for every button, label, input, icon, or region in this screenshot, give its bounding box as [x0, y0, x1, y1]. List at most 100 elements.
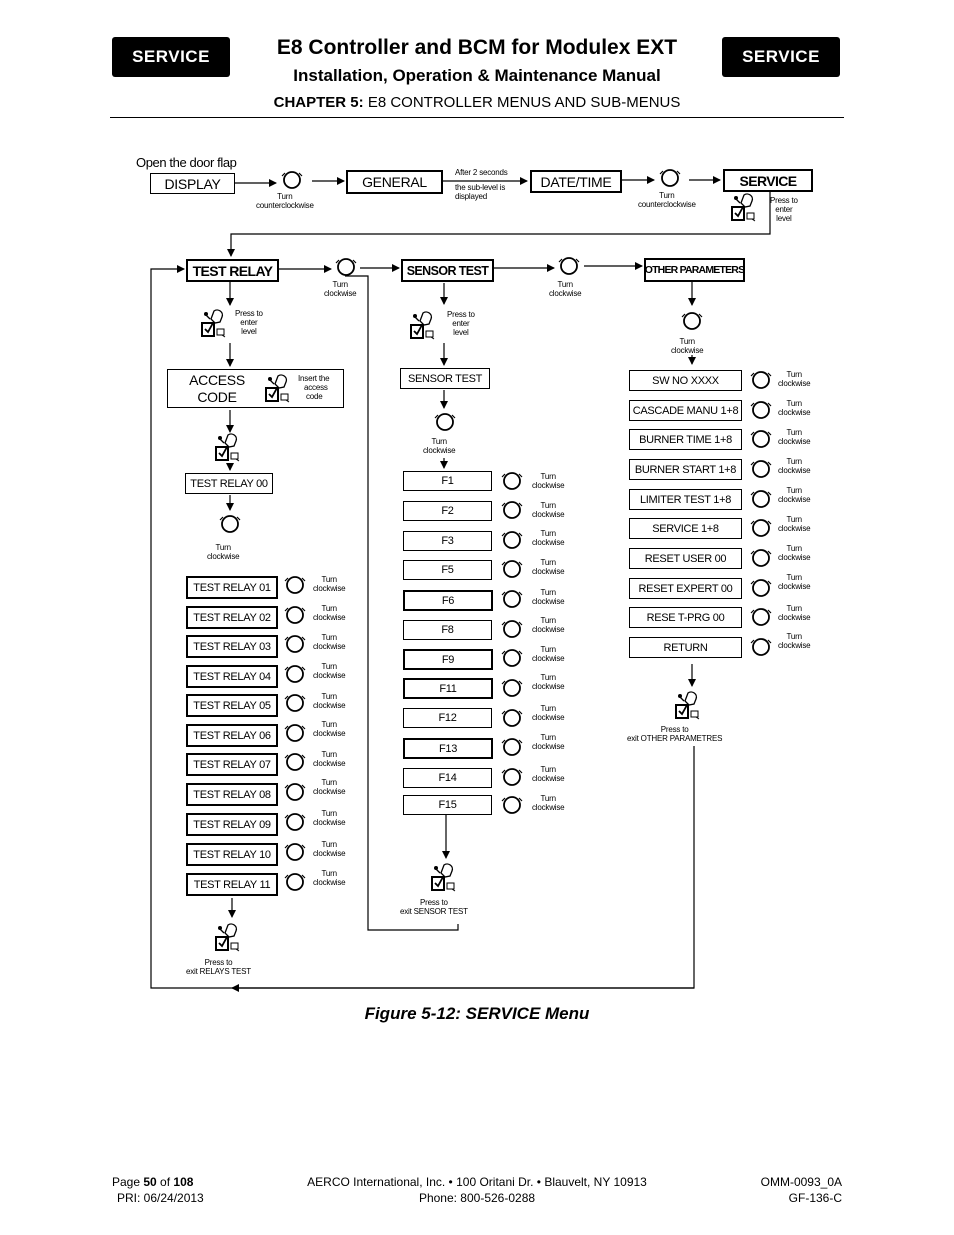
rotary-knob-icon [749, 577, 773, 604]
page-num: 50 [143, 1175, 157, 1189]
press-to-label: Press to [204, 958, 233, 967]
general-box: GENERAL [346, 170, 443, 194]
access-line-1: ACCESS [189, 371, 245, 388]
exit-sensor-label: exit SENSOR TEST [400, 907, 468, 916]
after-note-line-2: the sub-level is [455, 183, 506, 192]
turn-label: Turn [679, 337, 696, 346]
access-code-box: ACCESS CODE [167, 369, 344, 408]
insert-line-1: Insert the [298, 374, 330, 383]
parameter-item: SW NO XXXX [629, 370, 742, 391]
rotary-knob-icon [500, 707, 524, 734]
parameter-item: RESET USER 00 [629, 548, 742, 569]
rotary-knob-icon [283, 663, 307, 690]
company-address: AERCO International, Inc. • 100 Oritani … [307, 1175, 647, 1189]
rotary-knob-icon [283, 811, 307, 838]
cw-label: clockwise [549, 289, 582, 298]
rotary-knob-icon [680, 310, 704, 337]
pri-date: PRI: 06/24/2013 [117, 1191, 204, 1205]
service-badge-left: SERVICE [112, 37, 230, 77]
page-total: 108 [173, 1175, 194, 1189]
sensor-item: F13 [403, 738, 493, 759]
access-code-label: ACCESS CODE [182, 372, 252, 406]
turn-label: Turn [277, 192, 293, 201]
turn-label: Turn [215, 543, 232, 552]
relay-item: TEST RELAY 03 [186, 635, 278, 658]
press-hand-icon [214, 922, 244, 959]
page-prefix: Page [112, 1175, 144, 1189]
rotary-knob-icon [218, 513, 242, 540]
rotary-knob-icon [749, 369, 773, 396]
chapter-heading: CHAPTER 5: E8 CONTROLLER MENUS AND SUB-M… [232, 94, 722, 111]
insert-line-2: access [304, 383, 328, 392]
parameter-item: RETURN [629, 637, 742, 658]
sensor-item: F2 [403, 501, 492, 521]
rotary-knob-icon [749, 636, 773, 663]
relay-item: TEST RELAY 02 [186, 606, 278, 629]
relay-item: TEST RELAY 04 [186, 665, 278, 688]
relay-item: TEST RELAY 06 [186, 724, 278, 747]
chapter-label: CHAPTER 5: [273, 94, 364, 111]
parameter-item: BURNER TIME 1+8 [629, 429, 742, 450]
ccw-label: counterclockwise [638, 200, 696, 209]
rotary-knob-icon [283, 871, 307, 898]
rotary-knob-icon [283, 722, 307, 749]
rotary-knob-icon [658, 167, 682, 194]
service-box: SERVICE [723, 169, 813, 192]
turn-label: Turn [659, 191, 675, 200]
parameter-item: RESET EXPERT 00 [629, 578, 742, 599]
level-label: level [241, 327, 257, 336]
rotary-knob-icon [749, 488, 773, 515]
sensor-item: F6 [403, 590, 493, 611]
press-to-label: Press to [770, 196, 798, 205]
relay-item: TEST RELAY 10 [186, 843, 278, 866]
sensor-item: F14 [403, 768, 492, 788]
rotary-knob-icon [500, 588, 524, 615]
cw-label: clockwise [324, 289, 357, 298]
page-of: of [156, 1175, 174, 1189]
document-subtitle: Installation, Operation & Maintenance Ma… [293, 66, 661, 85]
rotary-knob-icon [500, 529, 524, 556]
sensor-item: F15 [403, 795, 492, 815]
service-badge-right: SERVICE [722, 37, 840, 77]
other-parameters-box: OTHER PARAMETERS [644, 258, 745, 282]
sensor-item: F1 [403, 471, 492, 491]
press-hand-icon [409, 310, 439, 347]
press-hand-icon [214, 432, 244, 469]
rotary-knob-icon [500, 677, 524, 704]
enter-label: enter [775, 205, 793, 214]
rotary-knob-icon [500, 618, 524, 645]
rotary-knob-icon [334, 256, 358, 283]
press-to-label: Press to [660, 725, 689, 734]
rotary-knob-icon [500, 647, 524, 674]
cw-label: clockwise [423, 446, 456, 455]
page-number: Page 50 of 108 [112, 1175, 193, 1190]
rotary-knob-icon [433, 411, 457, 438]
press-to-label: Press to [235, 309, 263, 318]
sensor-item: F12 [403, 708, 492, 728]
